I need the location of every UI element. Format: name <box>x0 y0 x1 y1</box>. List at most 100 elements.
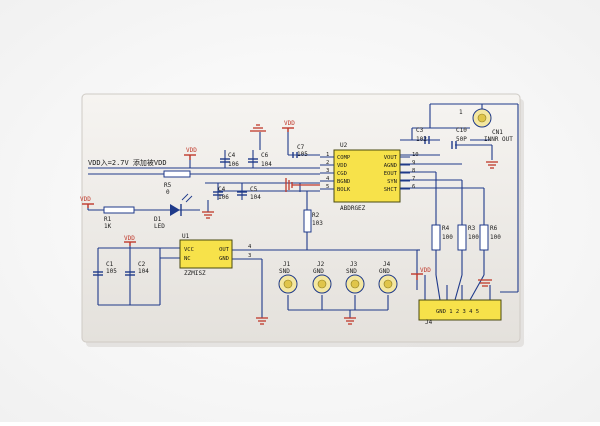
resistor-r2 <box>303 209 312 233</box>
u2-pin-labels: COMPVDDCGDBGNDBOLKVOUTAGNDEOUTSYNSHCT123… <box>326 152 419 193</box>
u2-pin-left-4: BGND <box>337 179 350 185</box>
u2-pin-right-2: AGND <box>384 163 397 169</box>
chip-u1 <box>179 239 233 269</box>
power-symbols <box>82 127 423 280</box>
jack-j1 <box>278 274 298 294</box>
r5-value: 0 <box>166 189 170 196</box>
vdd-label-2: VDD <box>284 120 295 127</box>
u2-pin-right-4: SYN <box>387 179 397 185</box>
j2-label: GND <box>313 268 324 275</box>
resistor-r5 <box>163 170 191 178</box>
r5-ref: R5 <box>164 182 172 189</box>
jack-j2 <box>312 274 332 294</box>
j4-ref: J4 <box>383 261 391 268</box>
vdd-label-1: VDD <box>186 147 197 154</box>
u1-pin-number-1: 4 <box>248 244 252 250</box>
labels: VDD入=2.7V 添加被VDD VDD VDD VDD VDD VDD R5 … <box>80 109 513 326</box>
led-d1-icon <box>170 193 193 216</box>
j3-label: SND <box>346 268 357 275</box>
u2-pin-number-right-1: 10 <box>412 152 419 158</box>
cn1-pin: 1 <box>459 109 463 116</box>
u2-pin-number-right-2: 9 <box>412 160 415 166</box>
c2-ref: C2 <box>138 261 146 268</box>
c1-value: 105 <box>106 268 117 275</box>
vdd-label-3: VDD <box>80 196 91 203</box>
cn1-subtitle: INNR OUT <box>484 136 513 143</box>
resistor-r1 <box>103 206 135 214</box>
supply-note: VDD入=2.7V 添加被VDD <box>88 158 167 167</box>
c7-value: 105 <box>297 151 308 158</box>
r1-ref: R1 <box>104 216 112 223</box>
r1-value: 1K <box>104 223 112 230</box>
connector-pins: GND 1 2 3 4 5 <box>436 309 479 315</box>
j1-ref: J1 <box>283 261 291 268</box>
r2-ref: R2 <box>312 212 320 219</box>
cn1-ref: CN1 <box>492 129 503 136</box>
u1-pin-labels: VCC NC OUT GND 4 3 <box>184 244 252 262</box>
u2-pin-right-3: EOUT <box>384 171 398 177</box>
u2-pin-left-5: BOLK <box>337 187 351 193</box>
u2-pin-number-left-4: 4 <box>326 176 330 182</box>
c10-value: 50P <box>456 136 467 143</box>
u2-pin-number-left-5: 5 <box>326 184 329 190</box>
d1-value: LED <box>154 223 165 230</box>
c6-value: 104 <box>261 161 272 168</box>
r2-value: 103 <box>312 220 323 227</box>
capacitors <box>93 136 457 276</box>
u2-pin-number-right-3: 8 <box>412 168 415 174</box>
d1-ref: D1 <box>154 216 162 223</box>
u2-pin-number-left-1: 1 <box>326 152 329 158</box>
c4-value: 106 <box>228 161 239 168</box>
jack-j4 <box>378 274 398 294</box>
r6-ref: R6 <box>490 225 498 232</box>
j4-label: GND <box>379 268 390 275</box>
r3-ref: R3 <box>468 225 476 232</box>
resistor-r4 <box>431 224 441 251</box>
u2-pin-number-left-3: 3 <box>326 168 329 174</box>
u1-pin-left-1: VCC <box>184 247 194 253</box>
r6-value: 100 <box>490 234 501 241</box>
c5-value: 104 <box>250 194 261 201</box>
vdd-label-5: VDD <box>420 267 431 274</box>
u2-pin-lines <box>320 156 410 190</box>
c10-ref: C10 <box>456 127 467 134</box>
r4-ref: R4 <box>442 225 450 232</box>
jack-j3 <box>345 274 365 294</box>
c3-value: 102 <box>416 136 427 143</box>
chip-u2 <box>333 149 401 203</box>
u1-pin-right-2: GND <box>219 256 229 262</box>
u2-pin-number-right-4: 7 <box>412 176 415 182</box>
u2-ref: U2 <box>340 142 348 149</box>
u1-pin-number-2: 3 <box>248 253 251 259</box>
u2-pin-left-3: CGD <box>337 171 347 177</box>
c3-ref: C3 <box>416 127 424 134</box>
c4-ref: C4 <box>228 152 236 159</box>
ground-symbols <box>202 124 498 325</box>
c4b-ref: C4 <box>218 186 226 193</box>
u2-pin-number-left-2: 2 <box>326 160 329 166</box>
c4b-value: 106 <box>218 194 229 201</box>
j1-label: SND <box>279 268 290 275</box>
u1-ref: U1 <box>182 233 190 240</box>
header-connector <box>418 299 502 321</box>
c7-ref: C7 <box>297 144 305 151</box>
r3-value: 100 <box>468 234 479 241</box>
resistor-r3 <box>457 224 467 251</box>
u2-pin-right-1: VOUT <box>384 155 398 161</box>
r4-value: 100 <box>442 234 453 241</box>
j2-ref: J2 <box>317 261 325 268</box>
vdd-label-4: VDD <box>124 235 135 242</box>
u2-pin-left-2: VDD <box>337 163 347 169</box>
connector-cn1 <box>472 108 492 128</box>
c2-value: 104 <box>138 268 149 275</box>
u1-pin-right-1: OUT <box>219 247 230 253</box>
u2-name: ABDRGEZ <box>340 205 366 212</box>
u1-name: ZZMISZ <box>184 270 206 277</box>
c6-ref: C6 <box>261 152 269 159</box>
connector-ref: J4 <box>425 319 433 326</box>
j3-ref: J3 <box>350 261 358 268</box>
u1-pin-left-2: NC <box>184 256 191 262</box>
c1-ref: C1 <box>106 261 114 268</box>
